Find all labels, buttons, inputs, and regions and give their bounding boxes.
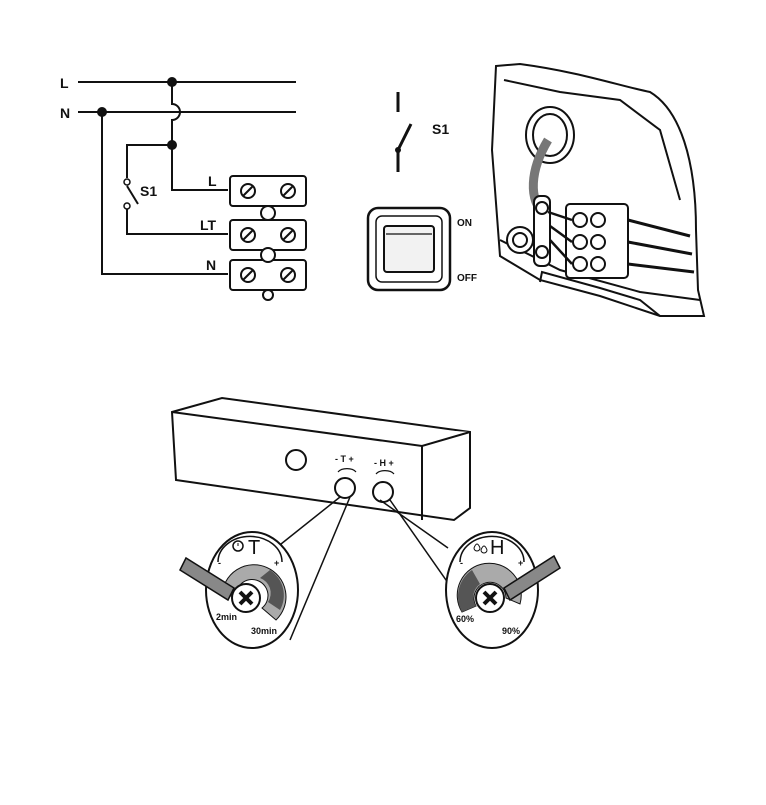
humidity-symbol: H <box>490 537 504 559</box>
humidity-tick-arc <box>375 470 395 475</box>
switched-live-wire <box>126 208 228 235</box>
humidity-pot-hole <box>372 481 394 503</box>
timer-minus: - <box>218 558 221 568</box>
switch-contact <box>126 185 139 205</box>
timer-tick-label: - T + <box>335 454 354 464</box>
timer-min-label: 2min <box>216 612 237 622</box>
screwdriver-icon <box>179 556 235 602</box>
humidity-plus: + <box>518 558 523 568</box>
switch-feed-wire <box>126 144 172 178</box>
junction-dot <box>167 140 177 150</box>
connector-block <box>565 203 629 279</box>
terminal-label-n: N <box>206 257 216 273</box>
control-module <box>170 396 471 522</box>
switch-pivot <box>395 147 401 153</box>
humidity-adjuster <box>445 531 561 649</box>
timer-tick-arc <box>337 468 357 473</box>
rocker-switch <box>366 206 452 292</box>
mounting-boss <box>506 226 534 254</box>
terminal-screws <box>240 183 296 283</box>
timer-pot-hole <box>334 477 356 499</box>
neutral-feed-wire <box>101 112 228 275</box>
humidity-min-label: 60% <box>456 614 474 624</box>
humidity-minus: - <box>460 558 463 568</box>
screwdriver-icon <box>503 554 561 602</box>
switch-detail-label: S1 <box>432 121 449 137</box>
timer-max-label: 30min <box>251 626 277 636</box>
line-label: L <box>60 75 69 91</box>
input-wires <box>547 210 573 265</box>
humidity-max-label: 90% <box>502 626 520 636</box>
switch-label: S1 <box>140 183 157 199</box>
output-wires <box>627 218 695 274</box>
switch-symbol <box>396 92 413 172</box>
junction-dot <box>167 77 177 87</box>
humidity-tick-label: - H + <box>374 458 394 468</box>
terminal-label-l: L <box>208 173 217 189</box>
junction-dot <box>97 107 107 117</box>
switch-pin <box>123 202 131 210</box>
neutral-label: N <box>60 105 70 121</box>
cable-clamp <box>533 195 551 267</box>
wiring-schematic <box>78 81 296 275</box>
timer-plus: + <box>274 558 279 568</box>
line-feed-wire <box>171 82 228 191</box>
cable-grommet <box>525 106 575 164</box>
off-label: OFF <box>457 273 477 284</box>
timer-adjuster <box>179 531 299 649</box>
switch-pin <box>123 178 131 186</box>
terminal-label-lt: LT <box>200 217 217 233</box>
humidity-icon <box>473 543 481 552</box>
on-label: ON <box>457 218 472 229</box>
timer-symbol: T <box>248 537 260 559</box>
